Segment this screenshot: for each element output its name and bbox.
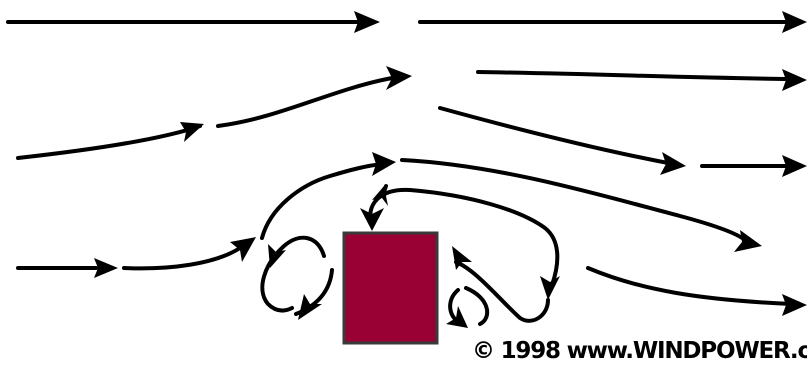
lower-outgoing-streamline bbox=[586, 266, 807, 316]
upper-obstacle-streamline bbox=[260, 152, 762, 252]
third-streamline bbox=[438, 106, 807, 177]
second-streamline bbox=[16, 66, 807, 160]
upstream-vortex bbox=[260, 235, 334, 320]
recirculation-loop bbox=[360, 184, 560, 300]
obstacle-block bbox=[342, 231, 439, 345]
downstream-eddy bbox=[446, 246, 550, 328]
lower-incoming-streamline bbox=[16, 237, 256, 278]
top-streamline bbox=[6, 11, 807, 33]
copyright-notice: © 1998 www.WINDPOWER.org bbox=[472, 338, 807, 364]
